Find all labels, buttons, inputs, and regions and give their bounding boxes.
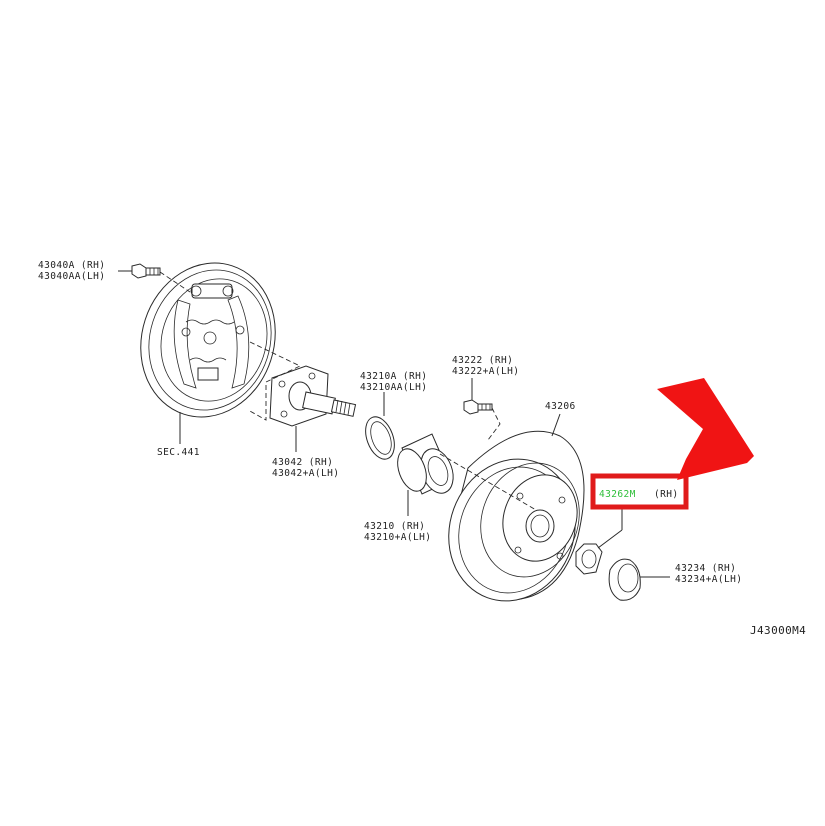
dash-axis xyxy=(439,453,537,511)
dash-spindle-plate xyxy=(247,341,302,421)
label-43210a-lh: 43210AA(LH) xyxy=(360,382,427,393)
label-43040a-lh: 43040AA(LH) xyxy=(38,271,105,282)
dash-43222 xyxy=(487,407,501,441)
label-43210-rh: 43210 (RH) xyxy=(364,521,425,532)
leader-43206 xyxy=(551,413,561,437)
label-43042-rh: 43042 (RH) xyxy=(272,457,333,468)
label-43234-rh: 43234 (RH) xyxy=(675,563,736,574)
label-43210a-rh: 43210A (RH) xyxy=(360,371,427,382)
label-sec441: SEC.441 xyxy=(157,447,200,458)
label-43222-lh: 43222+A(LH) xyxy=(452,366,519,377)
bolt-43040a xyxy=(131,263,161,279)
grease-cap-43234 xyxy=(608,558,641,601)
label-43262m-side: (RH) xyxy=(654,489,678,500)
leader-43262-b xyxy=(597,529,623,549)
hub-nut-43262m xyxy=(575,543,603,575)
label-43042-lh: 43042+A(LH) xyxy=(272,468,339,479)
bearing-43210 xyxy=(397,433,454,495)
label-43262m-part: 43262M xyxy=(599,489,636,500)
stud-bolt-43222 xyxy=(463,399,493,415)
label-43210-lh: 43210+A(LH) xyxy=(364,532,431,543)
label-43222-rh: 43222 (RH) xyxy=(452,355,513,366)
label-43206: 43206 xyxy=(545,401,576,412)
dash-43040 xyxy=(159,271,191,293)
brake-drum-43206 xyxy=(448,430,585,602)
spindle-43042 xyxy=(269,365,357,427)
snap-ring-43210a xyxy=(365,416,395,460)
highlight-box xyxy=(590,473,689,510)
drawing-code: J43000M4 xyxy=(750,624,806,637)
label-43040a-rh: 43040A (RH) xyxy=(38,260,105,271)
brake-backing-plate-assembly xyxy=(140,262,276,418)
red-arrow xyxy=(657,378,754,480)
label-43234-lh: 43234+A(LH) xyxy=(675,574,742,585)
